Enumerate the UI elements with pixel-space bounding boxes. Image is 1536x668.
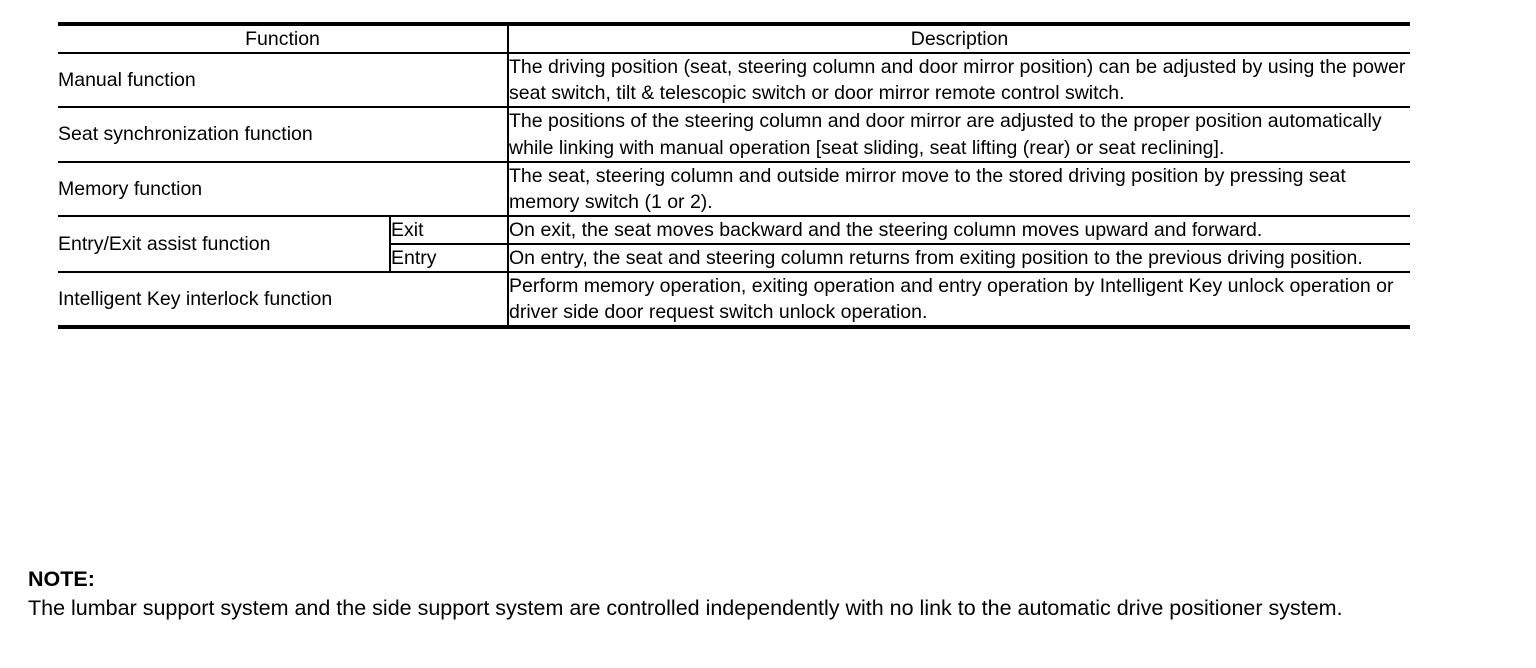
function-label: Intelligent Key interlock function [58, 271, 509, 330]
description-text: On exit, the seat moves backward and the… [507, 214, 1411, 246]
table-row: Manual function The driving position (se… [58, 52, 1411, 109]
function-label: Entry/Exit assist function [58, 214, 390, 274]
function-label: Memory function [58, 160, 509, 217]
description-text: On entry, the seat and steering column r… [507, 242, 1411, 274]
function-description-table: Function Description Manual function The… [58, 21, 1411, 330]
table-row: Seat synchronization function The positi… [58, 106, 1411, 163]
column-header-description: Description [507, 21, 1411, 55]
sub-function-label-entry: Entry [388, 242, 509, 274]
description-text: The seat, steering column and outside mi… [507, 160, 1411, 217]
note-body: The lumbar support system and the side s… [28, 595, 1343, 620]
function-label: Seat synchronization function [58, 106, 509, 163]
description-text: Perform memory operation, exiting operat… [507, 271, 1411, 330]
description-text: The driving position (seat, steering col… [507, 52, 1411, 109]
table-row: Memory function The seat, steering colum… [58, 160, 1411, 217]
function-label: Manual function [58, 52, 509, 109]
note-title: NOTE: [28, 567, 95, 591]
table-row: Intelligent Key interlock function Perfo… [58, 271, 1411, 330]
description-text: The positions of the steering column and… [507, 106, 1411, 163]
table-header-row: Function Description [58, 21, 1411, 55]
table-row: Entry On entry, the seat and steering co… [58, 242, 1411, 274]
sub-function-label-exit: Exit [388, 214, 509, 246]
column-header-function: Function [58, 21, 509, 55]
table-row: Entry/Exit assist function Exit On exit,… [58, 214, 1411, 274]
note-block: NOTE: The lumbar support system and the … [28, 566, 1448, 623]
